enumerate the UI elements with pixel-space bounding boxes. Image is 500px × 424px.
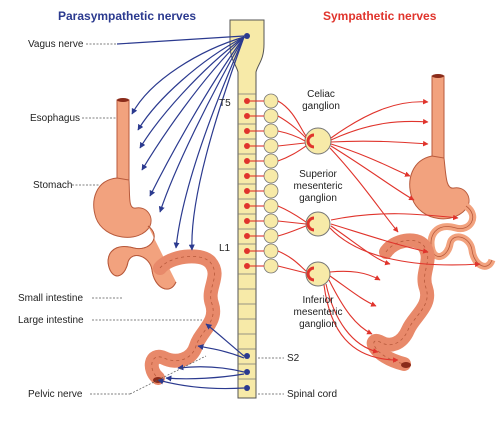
vagus-nerve-label: Vagus nerve (28, 39, 84, 50)
spine-red-dot (244, 188, 250, 194)
small-intestine-label: Small intestine (18, 293, 83, 304)
chain-ganglion (263, 243, 279, 259)
right-large-intestine (367, 233, 435, 371)
pelvic-fibers (157, 323, 245, 390)
right-rectum-end (401, 362, 411, 368)
chain-ganglion (263, 123, 279, 139)
spine-red-dot (244, 218, 250, 224)
spine-segments (238, 93, 256, 380)
chain-ganglion (263, 153, 279, 169)
t5-label: T5 (219, 98, 231, 109)
chain-to-ganglia (277, 100, 307, 274)
left-labels: Vagus nerve Esophagus Stomach Small inte… (18, 39, 207, 400)
chain-ganglion (263, 213, 279, 229)
pelvic-nerve-label: Pelvic nerve (28, 389, 83, 400)
superior-mesenteric-ganglion-cell (306, 216, 315, 232)
spine-red-dot (244, 128, 250, 134)
sympathetic-title: Sympathetic nerves (323, 9, 437, 23)
spine-red-dot (244, 173, 250, 179)
large-intestine-label: Large intestine (18, 315, 84, 326)
superior-label-line3: ganglion (299, 193, 337, 204)
spine-red-dot (244, 98, 250, 104)
superior-label-line2: mesenteric (294, 181, 343, 192)
left-esophagus-opening (117, 98, 129, 102)
chain-ganglion (263, 168, 279, 184)
chain-ganglion (263, 93, 279, 109)
spine-red-dot (244, 233, 250, 239)
l1-label: L1 (219, 243, 231, 254)
inferior-label-line3: ganglion (299, 319, 337, 330)
left-esophagus (116, 99, 130, 183)
inferior-label-line1: Inferior (302, 295, 334, 306)
celiac-label-line1: Celiac (307, 89, 335, 100)
chain-ganglion (263, 108, 279, 124)
parasympathetic-title: Parasympathetic nerves (58, 9, 196, 23)
sacral-dot-3 (244, 385, 250, 391)
inferior-label-line2: mesenteric (294, 307, 343, 318)
spine-red-dot (244, 113, 250, 119)
vagus-fibers (116, 35, 245, 251)
spinal-cord-label: Spinal cord (287, 389, 337, 400)
spine-red-dot (244, 203, 250, 209)
s2-label: S2 (287, 353, 300, 364)
right-stomach (409, 155, 470, 220)
spine-red-dot (244, 143, 250, 149)
spinal-cord (229, 19, 265, 399)
ganglion-labels: Celiac ganglion Superior mesenteric gang… (294, 89, 343, 330)
sympathetic-postganglionic (323, 98, 481, 363)
sacral-dot-1 (244, 353, 250, 359)
spine-labels: T5 L1 S2 Spinal cord (219, 98, 337, 400)
superior-label-line1: Superior (299, 169, 337, 180)
inferior-mesenteric-ganglion-cell (306, 266, 315, 282)
spine-red-dots (244, 98, 250, 269)
left-stomach (93, 177, 152, 238)
cord-to-chain-links (250, 100, 264, 267)
spine-red-dot (244, 248, 250, 254)
right-digestive-tract (367, 74, 496, 371)
brainstem-vagus-nucleus (244, 33, 250, 39)
chain-ganglion (263, 198, 279, 214)
right-esophagus-opening (432, 74, 444, 78)
celiac-label-line2: ganglion (302, 101, 340, 112)
chain-ganglion (263, 138, 279, 154)
esophagus-label: Esophagus (30, 113, 80, 124)
spine-red-dot (244, 263, 250, 269)
inferior-mesenteric-ganglion (305, 261, 331, 287)
left-digestive-tract (93, 98, 222, 385)
stomach-label: Stomach (33, 180, 72, 191)
chain-ganglion (263, 183, 279, 199)
superior-mesenteric-ganglion (305, 211, 331, 237)
left-small-intestine-outline (107, 225, 177, 290)
chain-ganglion (263, 258, 279, 274)
right-small-intestine-outline (430, 205, 493, 267)
chain-ganglion (263, 228, 279, 244)
sympathetic-chain (263, 93, 279, 274)
sacral-dot-2 (244, 369, 250, 375)
right-esophagus (431, 75, 445, 161)
spine-red-dot (244, 158, 250, 164)
prevertebral-ganglia (304, 127, 332, 287)
celiac-ganglion-cell (306, 133, 315, 149)
